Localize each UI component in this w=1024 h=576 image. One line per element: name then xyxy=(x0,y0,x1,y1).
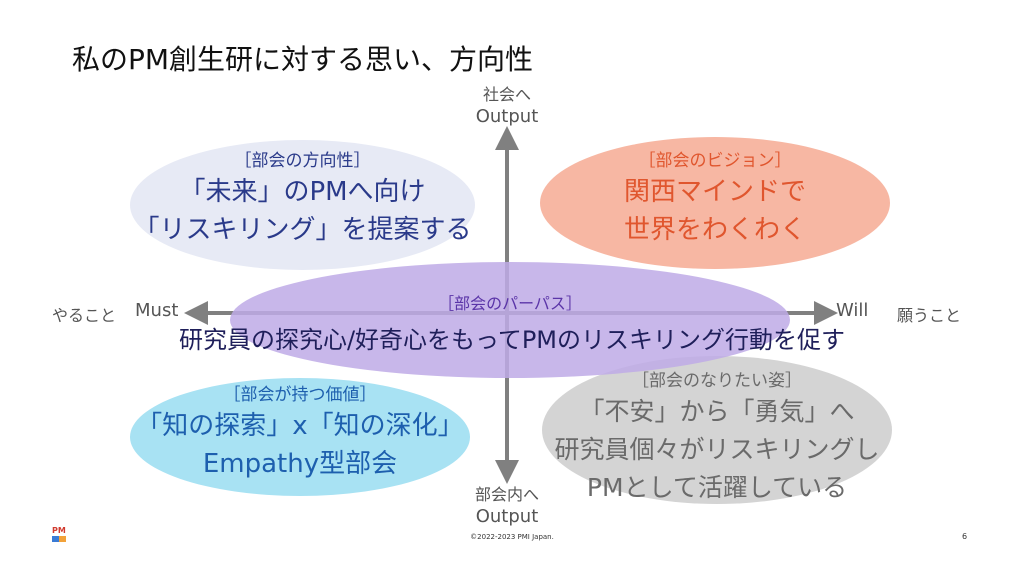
axis-right-en: Will xyxy=(836,300,869,321)
vision-ellipse xyxy=(540,137,890,269)
axis-left-en: Must xyxy=(135,300,179,321)
ideal-state-line3: PMとして活躍している xyxy=(586,473,848,502)
vision-block: ［部会のビジョン］ 関西マインドで 世界をわくわく xyxy=(540,146,890,249)
axis-bottom-line1: 部会内へ xyxy=(474,485,539,504)
direction-block: ［部会の方向性］ 「未来」のPMへ向け 「リスキリング」を提案する xyxy=(130,146,475,249)
value-ellipse xyxy=(130,378,470,496)
direction-line2: 「リスキリング」を提案する xyxy=(133,215,472,245)
axis-bottom-label: 部会内へ Output xyxy=(447,484,567,528)
direction-tag: ［部会の方向性］ xyxy=(234,151,371,171)
vision-line1: 関西マインドで xyxy=(623,177,806,207)
ideal-state-tag: ［部会のなりたい姿］ xyxy=(632,371,802,391)
ideal-state-line1: 「不安」から「勇気」へ xyxy=(579,397,855,426)
pmi-logo-mark xyxy=(52,536,66,542)
vision-line2: 世界をわくわく xyxy=(623,215,806,245)
value-block: ［部会が持つ価値］ 「知の探索」x「知の深化」 Empathy型部会 xyxy=(130,380,470,483)
pmi-logo: PM xyxy=(52,527,68,543)
copyright: ©2022-2023 PMI Japan. xyxy=(470,533,554,541)
axis-top-label: 社会へ Output xyxy=(447,84,567,128)
axis-left-jp: やること xyxy=(52,306,117,325)
page-number: 6 xyxy=(962,532,968,541)
ideal-state-block: ［部会のなりたい姿］ 「不安」から「勇気」へ 研究員個々がリスキリングし PMと… xyxy=(520,366,914,507)
slide-title: 私のPM創生研に対する思い、方向性 xyxy=(72,43,534,76)
ideal-state-ellipse xyxy=(542,356,892,504)
value-line1: 「知の探索」x「知の深化」 xyxy=(136,411,464,441)
direction-ellipse xyxy=(130,140,475,270)
axis-top-line2: Output xyxy=(475,106,539,127)
purpose-tag: ［部会のパーパス］ xyxy=(438,294,582,313)
axis-bottom-line2: Output xyxy=(475,506,539,527)
purpose-text: 研究員の探究心/好奇心をもってPMのリスキリング行動を促す xyxy=(178,326,846,354)
pmi-logo-text: PM xyxy=(52,526,66,535)
vision-tag: ［部会のビジョン］ xyxy=(638,151,792,171)
axis-right-jp: 願うこと xyxy=(897,306,962,325)
ideal-state-line2: 研究員個々がリスキリングし xyxy=(554,435,880,464)
purpose-ellipse xyxy=(230,262,790,378)
value-line2: Empathy型部会 xyxy=(202,449,398,479)
axis-top-line1: 社会へ xyxy=(482,85,531,104)
direction-line1: 「未来」のPMへ向け xyxy=(179,177,426,207)
value-tag: ［部会が持つ価値］ xyxy=(223,385,377,405)
